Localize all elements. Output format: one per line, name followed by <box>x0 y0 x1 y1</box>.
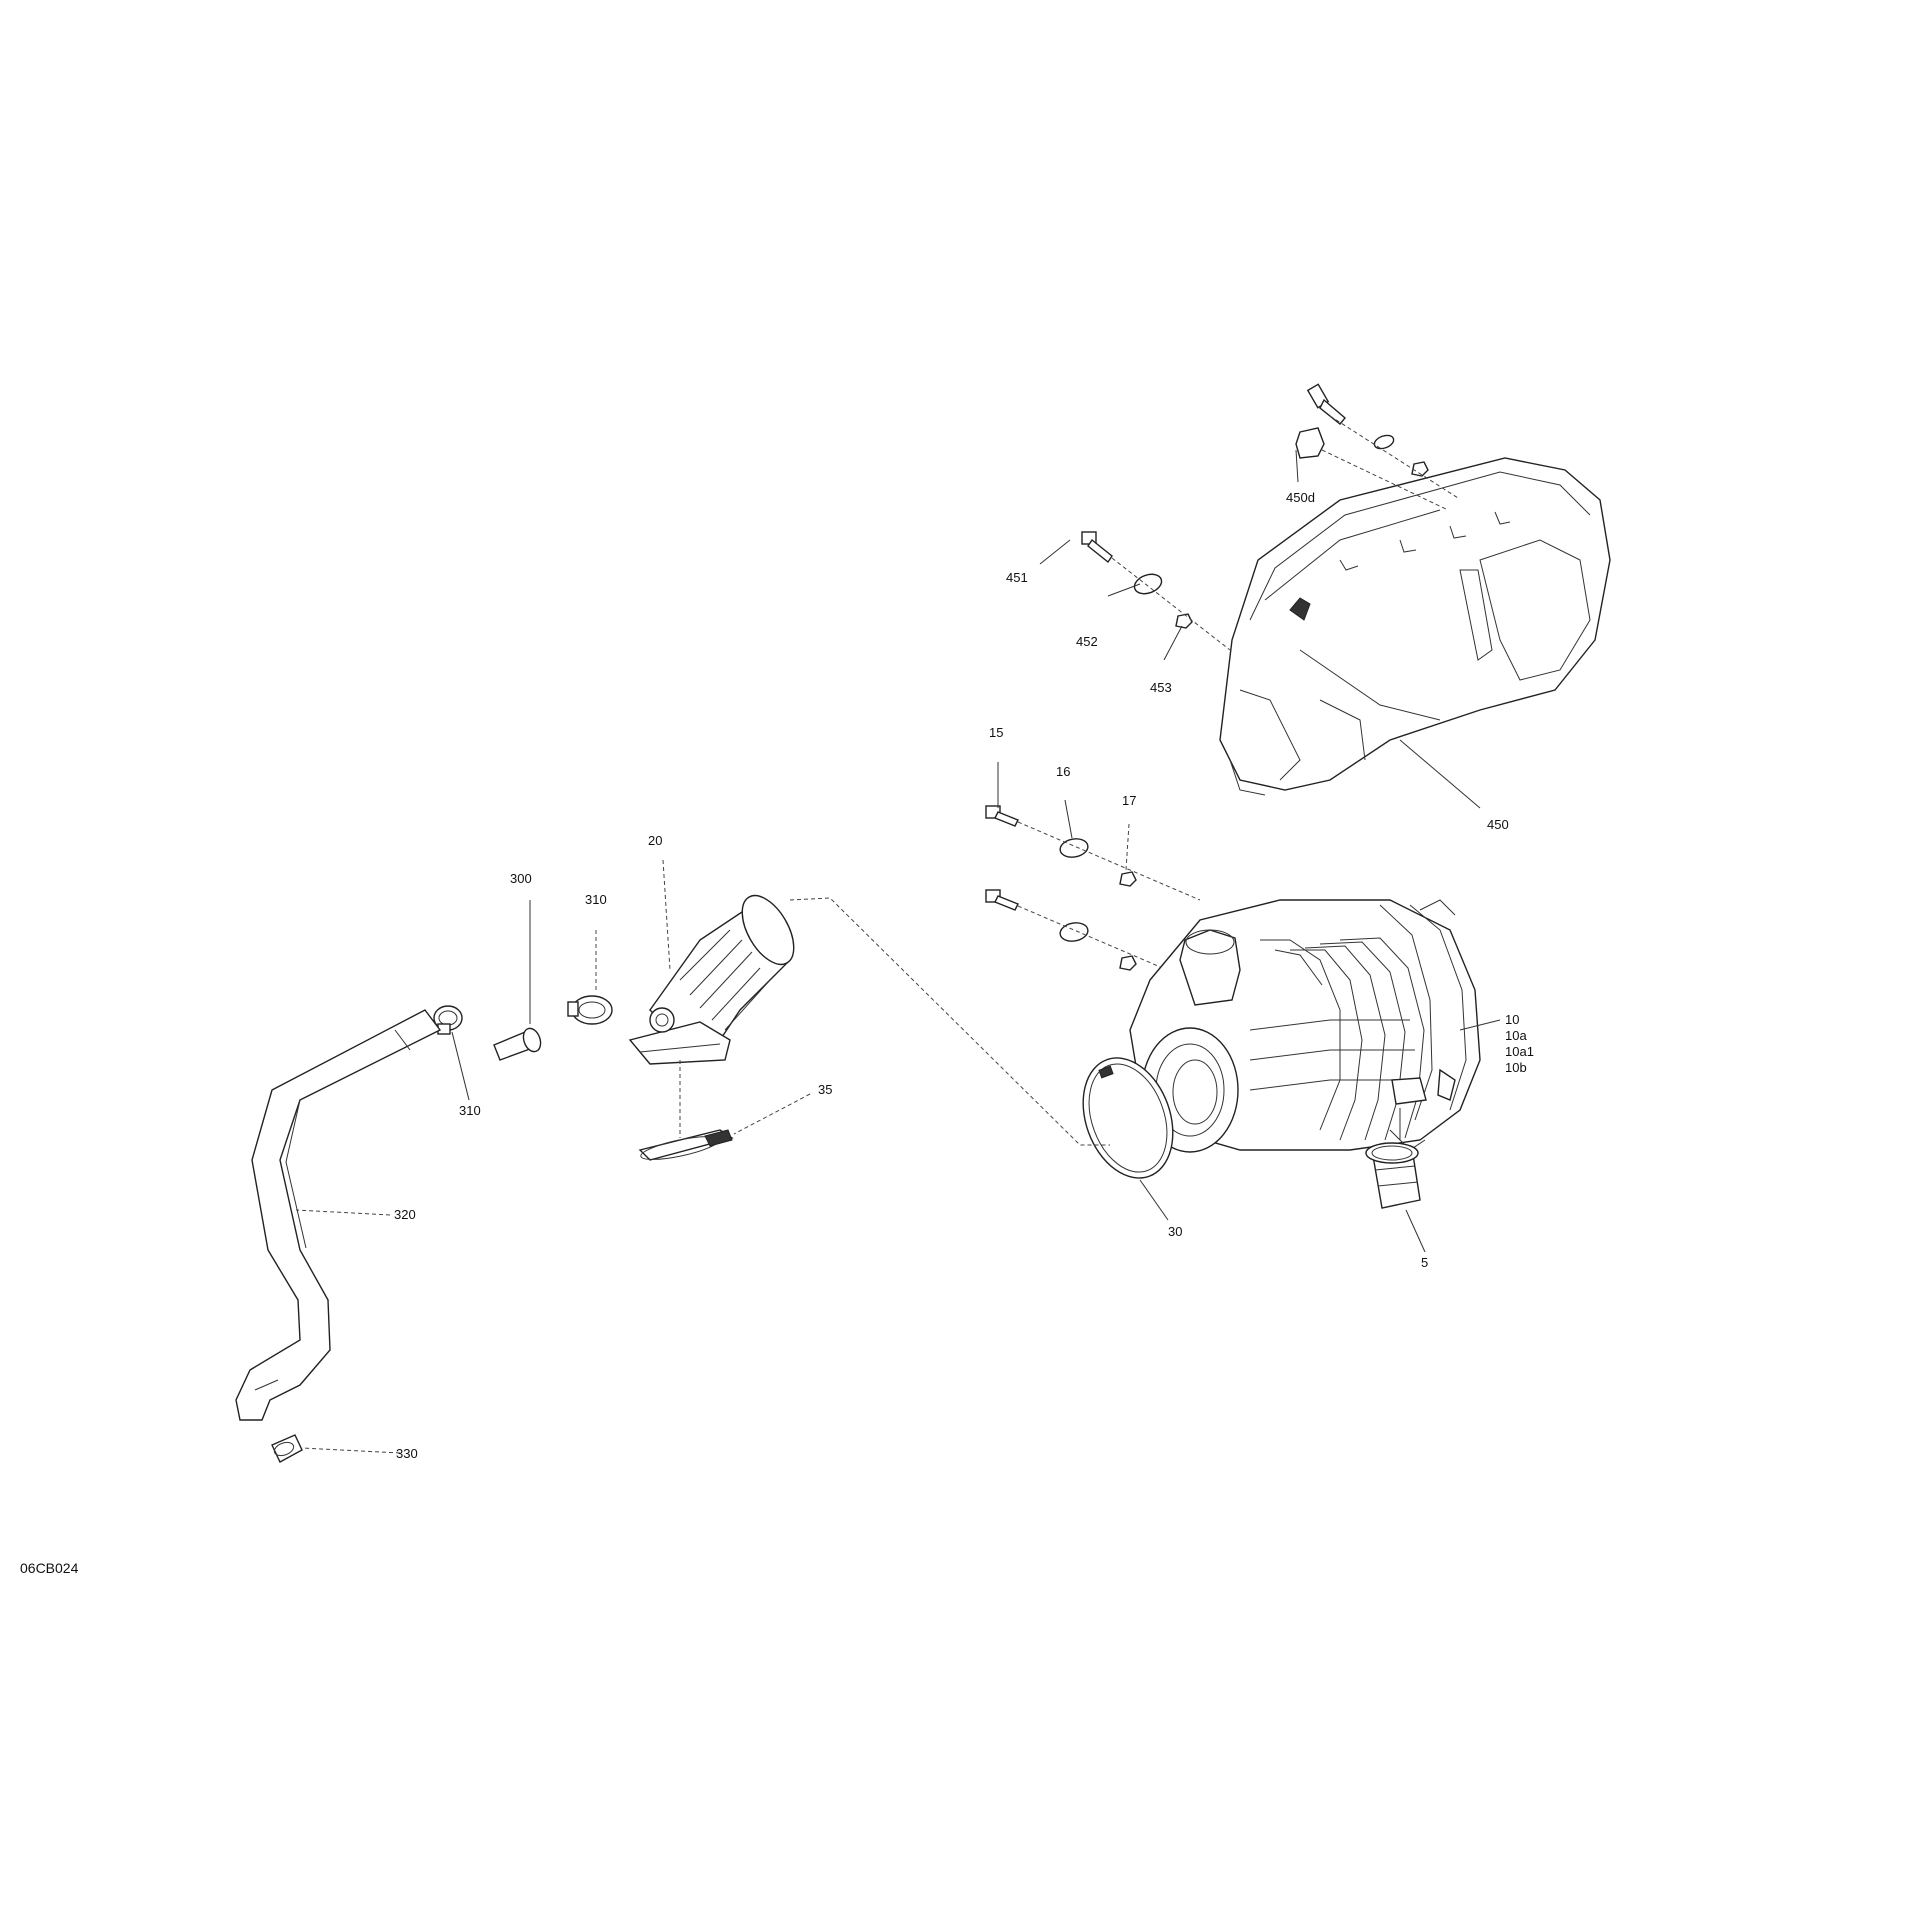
adaptor-5 <box>1365 1077 1427 1209</box>
callout-5: 5 <box>1421 1255 1429 1270</box>
clip-330 <box>271 1434 303 1463</box>
callout-35: 35 <box>818 1082 833 1097</box>
callout-320: 320 <box>394 1207 416 1222</box>
callout-15: 15 <box>989 725 1004 740</box>
callout-310-bottom: 310 <box>459 1103 481 1118</box>
clamp-35 <box>638 1060 734 1161</box>
diagram-reference-code: 06CB024 <box>20 1560 79 1576</box>
cover-hardware-side <box>1081 531 1231 651</box>
callout-450d: 450d <box>1286 490 1315 505</box>
airbox-10 <box>1129 899 1481 1153</box>
callout-450: 450 <box>1487 817 1509 832</box>
airbox-cover-450 <box>1219 457 1611 796</box>
clamp-310-top <box>567 995 613 1025</box>
callout-10: 10 <box>1505 1012 1520 1027</box>
hose-320 <box>235 1009 442 1421</box>
callout-300: 300 <box>510 871 532 886</box>
callout-16: 16 <box>1056 764 1071 779</box>
callout-452: 452 <box>1076 634 1098 649</box>
callout-10a1: 10a1 <box>1505 1044 1534 1059</box>
callout-17: 17 <box>1122 793 1137 808</box>
callout-330: 330 <box>396 1446 418 1461</box>
fitting-300 <box>493 1027 542 1061</box>
callout-20: 20 <box>648 833 663 848</box>
box-mount-hardware <box>985 805 1201 985</box>
intake-duct-20 <box>628 894 1110 1146</box>
callout-leaders <box>295 449 1501 1454</box>
callout-30: 30 <box>1168 1224 1183 1239</box>
clamp-30 <box>1082 1057 1174 1179</box>
cover-hardware-top <box>1295 383 1459 511</box>
clamp-310-bottom <box>433 1005 463 1035</box>
callout-451: 451 <box>1006 570 1028 585</box>
callout-310-top: 310 <box>585 892 607 907</box>
callout-10a: 10a <box>1505 1028 1527 1043</box>
callout-453: 453 <box>1150 680 1172 695</box>
callout-10b: 10b <box>1505 1060 1527 1075</box>
